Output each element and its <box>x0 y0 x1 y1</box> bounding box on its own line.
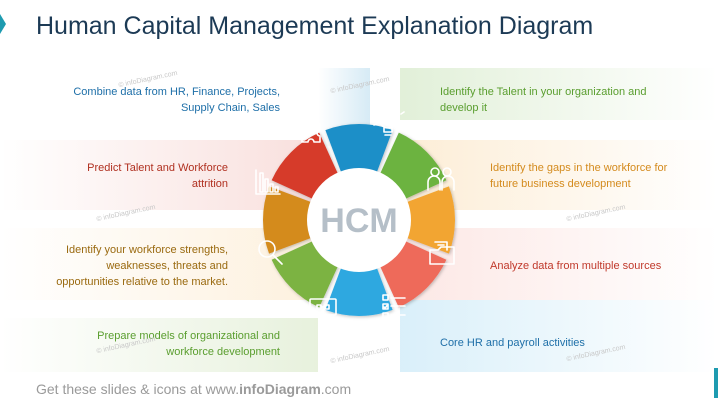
segment-gaps <box>402 186 456 254</box>
title-accent-marker <box>0 14 6 34</box>
lightbulb-icon <box>371 104 405 136</box>
center-circle <box>307 168 411 272</box>
magnifier-icon <box>258 240 283 265</box>
people-icon <box>427 167 455 191</box>
footer-link[interactable]: Get these slides & icons at www.infoDiag… <box>36 381 351 397</box>
footer-suffix: .com <box>320 381 352 397</box>
footer-brand: infoDiagram <box>239 381 321 397</box>
label-strengths: Identify your workforce strengths, weakn… <box>56 244 228 288</box>
label-combine: Combine data from HR, Finance, Projects,… <box>73 86 280 114</box>
label-identify-talent: Identify the Talent in your organization… <box>440 86 647 114</box>
band-prepare <box>0 318 318 372</box>
label-predict: Predict Talent and Workforce attrition <box>87 162 228 190</box>
band-identify-talent <box>400 68 718 120</box>
band-gaps <box>400 140 718 210</box>
band-predict <box>0 140 318 210</box>
segment-combine <box>325 124 393 177</box>
segment-core-hr <box>325 263 393 316</box>
checklist-icon <box>382 294 406 319</box>
label-gaps: Identify the gaps in the workforce for f… <box>490 162 668 190</box>
segment-strengths <box>262 186 316 254</box>
page-title: Human Capital Management Explanation Dia… <box>36 12 594 40</box>
folder-icon <box>429 241 455 265</box>
bar-chart-icon <box>255 169 281 195</box>
center-label: HCM <box>320 202 397 240</box>
puzzle-icon <box>301 120 321 143</box>
footer-prefix: Get these slides & icons at www. <box>36 381 240 397</box>
label-prepare: Prepare models of organizational and wor… <box>97 330 280 358</box>
label-core-hr: Core HR and payroll activities <box>440 337 585 349</box>
band-core-hr <box>400 300 718 372</box>
corner-accent-marker <box>714 368 718 398</box>
label-analyze: Analyze data from multiple sources <box>490 260 662 272</box>
band-strengths <box>0 228 318 300</box>
org-chart-icon <box>309 298 337 316</box>
